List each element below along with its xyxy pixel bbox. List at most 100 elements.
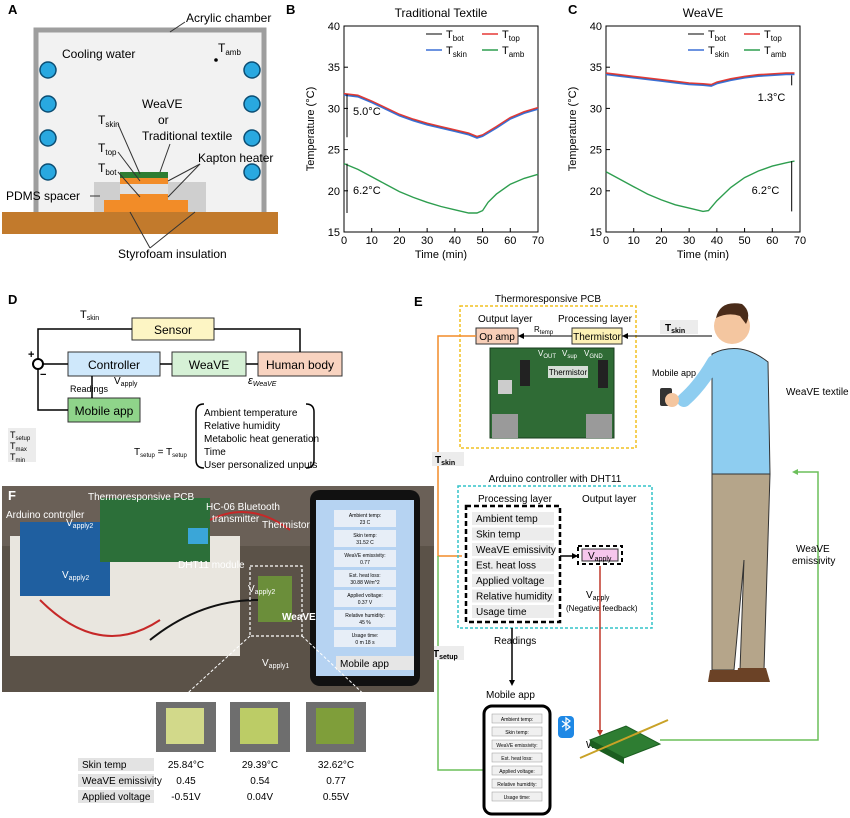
sample-fabric-1 [166, 708, 204, 744]
readings-label-e: Readings [494, 636, 536, 647]
acrylic-chamber-label: Acrylic chamber [186, 11, 271, 25]
processing-item-label: Applied voltage [476, 576, 545, 587]
readings-label-d: Readings [70, 384, 109, 394]
panel-e: E Thermoresponsive PCB Output layer Proc… [414, 294, 849, 816]
tskin-bold-bg [660, 320, 698, 334]
panel-c-letter: C [568, 2, 578, 17]
tsetup-label-e: Tsetup [433, 649, 458, 661]
x-tick-label: 70 [532, 235, 544, 247]
phone-field-label: WeaVE emissivity: [496, 743, 537, 749]
tskin-label: Tskin [98, 113, 120, 129]
processing-item [472, 512, 554, 525]
person-hand [665, 393, 679, 407]
processing-layer-2: Processing layer [478, 494, 553, 505]
photo-phone-field [334, 590, 396, 607]
photo-phone-field-value: 30.88 W/m^2 [350, 580, 380, 586]
weave-label-d: WeaVE [189, 358, 229, 372]
photo-phone-field-key: Applied voltage: [347, 593, 383, 599]
person-shoe [708, 670, 742, 682]
weave-textile-label: WeaVE textile [786, 387, 849, 398]
human-body-label: Human body [266, 358, 334, 372]
x-tick-label: 60 [504, 235, 516, 247]
phone-field [491, 726, 543, 737]
rtemp-arrowhead [518, 333, 524, 339]
cooling-circle [39, 61, 57, 79]
processing-item-label: Relative humidity [476, 592, 552, 603]
bracket-right [305, 403, 315, 469]
red-arrowhead [597, 730, 603, 736]
or-label: or [158, 113, 169, 127]
x-tick-label: 10 [628, 235, 640, 247]
photo-arduino-board [20, 522, 110, 596]
rtemp-label: Rtemp [534, 325, 554, 336]
processing-items-box [464, 504, 562, 624]
table-cell: 0.77 [326, 776, 346, 787]
output-layer-label: Output layer [478, 314, 533, 325]
tskin-left-label: Tskin [435, 455, 455, 467]
delta-label-bottom: 6.2°C [353, 185, 381, 197]
y-tick-label: 40 [328, 21, 340, 33]
delta-label-top: 5.0°C [353, 106, 381, 118]
cooling-circle [39, 129, 57, 147]
table-cell: 0.55V [323, 792, 349, 803]
x-tick-label: 30 [683, 235, 695, 247]
mobile-app-title-e: Mobile app [486, 690, 535, 701]
series-line-tamb [605, 160, 795, 213]
cooling-water-circles [39, 61, 261, 181]
mobile-app-person-label: Mobile app [652, 368, 696, 378]
kapton-heater-label: Kapton heater [198, 151, 273, 165]
table-cell: 32.62°C [318, 760, 354, 771]
photo-wire [149, 599, 259, 641]
kapton-bottom [120, 194, 168, 200]
photo-wire [209, 511, 291, 531]
legend-entry: Tamb [502, 45, 525, 59]
vapply-dashed [577, 545, 623, 565]
styro-leader-2 [149, 211, 196, 249]
tbot-leader [117, 171, 141, 198]
processing-item-label: Usage time [476, 607, 527, 618]
pcb-connector-left [492, 414, 518, 438]
y-tick-label: 35 [328, 62, 340, 74]
processing-item [472, 589, 554, 603]
sensor-label: Sensor [154, 323, 192, 337]
y-tick-label: 30 [328, 103, 340, 115]
y-axis-label: Temperature (°C) [305, 87, 317, 171]
series-line-tbot [605, 73, 795, 87]
phone-field-label: Applied voltage: [499, 769, 535, 775]
photo-phone-field-value: 0.77 [360, 560, 370, 566]
x-tick-label: 20 [655, 235, 667, 247]
emissivity-green-line [660, 471, 819, 741]
photo-hc06-label-1: HC-06 Bluetooth [206, 502, 280, 513]
processing-item-label: Skin temp [476, 530, 521, 541]
phone-items: Ambient temp: Skin temp: WeaVE emissivity:… [491, 713, 543, 802]
photo-vapply2-c: Vapply2 [248, 584, 275, 596]
photo-vapply2-a: Vapply2 [66, 518, 93, 530]
photo-phone-field [334, 570, 396, 587]
cooling-circle [39, 163, 57, 181]
photo-vapply1: Vapply1 [262, 658, 289, 670]
photo-phone-field-key: Usage time: [352, 633, 379, 639]
pcb-title: Thermoresponsive PCB [495, 294, 601, 305]
pcb-thermistor-label: Thermistor [549, 368, 588, 377]
weave-side [590, 740, 624, 764]
table-cell: 25.84°C [168, 760, 204, 771]
phone-field-label: Skin temp: [505, 730, 529, 736]
arduino-dashed-box [457, 485, 653, 629]
tmax-label-d: Tmax [10, 441, 27, 453]
phone-field-label: Relative humidity: [497, 782, 536, 788]
photo-dht11 [188, 528, 208, 544]
photo-phone-field-key: WeaVE emissivity: [344, 553, 385, 559]
photo-thermistor-label: Thermistor [262, 520, 310, 531]
table-cell: -0.51V [171, 792, 201, 803]
pdms-inner [120, 184, 168, 194]
heater-base [104, 200, 188, 212]
summing-junction [32, 358, 44, 370]
setpoint-box [8, 428, 36, 462]
emissivity-arrowhead [792, 469, 798, 475]
pcb-vgnd-label: VGND [584, 349, 603, 360]
photo-mobile-app-bg [336, 656, 414, 670]
photo-phone-field-value: 23 C [360, 520, 371, 526]
phone-field-label: Ambient temp: [501, 717, 533, 723]
